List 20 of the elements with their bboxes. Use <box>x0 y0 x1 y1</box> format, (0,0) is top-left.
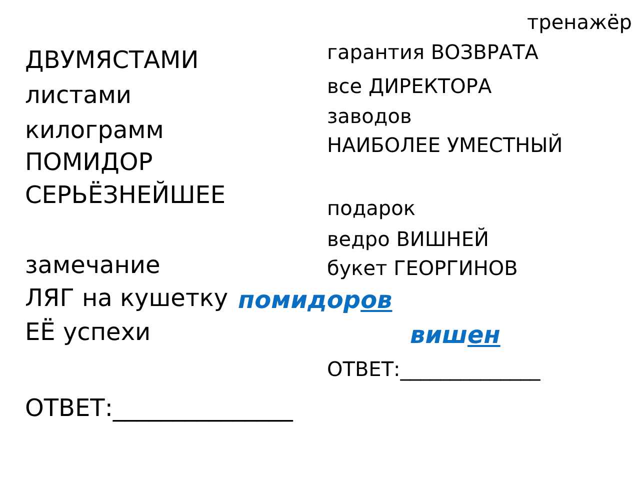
word-line: листами <box>25 81 132 109</box>
word-line: ЕЁ успехи <box>25 318 151 346</box>
word-line: ведро ВИШНЕЙ <box>327 227 489 251</box>
word-line: ПОМИДОР <box>25 148 153 176</box>
word-line: все ДИРЕКТОРА <box>327 74 492 98</box>
hint-word: помидоров <box>238 286 392 314</box>
word-line: тренажёр <box>527 10 632 34</box>
word-line: заводов <box>327 104 412 128</box>
answer-line: ОТВЕТ:______________ <box>327 357 540 381</box>
word-line: подарок <box>327 196 416 220</box>
word-line: ЛЯГ на кушетку <box>25 284 228 312</box>
word-line: гарантия ВОЗВРАТА <box>327 40 538 64</box>
hint-word: вишен <box>410 321 500 349</box>
word-line: НАИБОЛЕЕ УМЕСТНЫЙ <box>327 133 563 157</box>
word-line: букет ГЕОРГИНОВ <box>327 256 518 280</box>
word-line: замечание <box>25 251 160 279</box>
word-line: килограмм <box>25 116 164 144</box>
answer-line: ОТВЕТ:_______________ <box>25 394 293 422</box>
word-line: СЕРЬЁЗНЕЙШЕЕ <box>25 181 226 209</box>
word-line: ДВУМЯСТАМИ <box>25 46 199 74</box>
